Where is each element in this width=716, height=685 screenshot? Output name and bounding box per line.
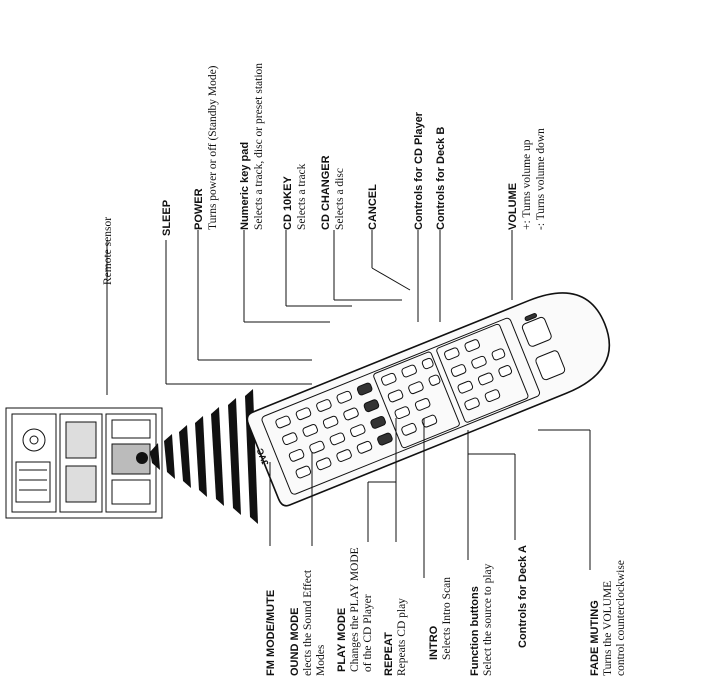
- label-controls-deck-b: Controls for Deck B: [435, 127, 447, 230]
- label-function-buttons-title: Function buttons: [469, 586, 481, 676]
- label-volume-up: +: Turns volume up: [521, 139, 533, 230]
- top-labels: Remote sensor SLEEP POWER Turns power or…: [102, 63, 547, 285]
- button-grid: [275, 323, 529, 479]
- infrared-beam: [150, 389, 258, 524]
- label-remote-sensor: Remote sensor: [102, 217, 114, 285]
- label-power-title: POWER: [193, 188, 205, 230]
- label-function-buttons-desc: Select the source to play: [482, 563, 494, 676]
- label-fade-muting-desc-1: Turns the VOLUME: [602, 581, 614, 676]
- label-sleep-title: SLEEP: [161, 200, 173, 236]
- label-play-mode-desc-1: Changes the PLAY MODE: [349, 547, 361, 672]
- label-fade-muting-desc-2: control counterclockwise: [615, 560, 627, 676]
- label-sound-mode-desc-2: Modes: [315, 644, 327, 676]
- stereo-system-illustration: [5, 407, 163, 519]
- label-cdchanger-title: CD CHANGER: [320, 155, 332, 230]
- label-volume-down: -: Turns volume down: [535, 128, 547, 230]
- label-power-desc: Turns power or off (Standby Mode): [207, 65, 219, 230]
- label-numeric-desc: Selects a track, disc or preset station: [253, 63, 265, 230]
- label-play-mode-desc-2: of the CD Player: [362, 594, 374, 672]
- label-cdchanger-desc: Selects a disc: [334, 168, 346, 230]
- label-cd10key-title: CD 10KEY: [282, 176, 294, 230]
- leader-lines: [106, 230, 591, 578]
- label-repeat-desc: Repeats CD play: [396, 598, 408, 676]
- remote-control-body: JVC: [246, 292, 611, 507]
- label-cancel: CANCEL: [367, 184, 379, 230]
- label-sound-mode-desc-1: elects the Sound Effect: [302, 569, 314, 676]
- label-intro-desc: Selects Intro Scan: [441, 577, 453, 660]
- label-repeat-title: REPEAT: [383, 632, 395, 676]
- volume-buttons: [521, 313, 566, 381]
- label-fade-muting-title: FADE MUTING: [589, 600, 601, 676]
- label-fm-mode-mute: FM MODE/MUTE: [265, 590, 277, 676]
- label-cd10key-desc: Selects a track: [296, 163, 308, 230]
- label-controls-deck-a: Controls for Deck A: [517, 545, 529, 648]
- label-intro-title: INTRO: [428, 625, 440, 660]
- label-play-mode-title: PLAY MODE: [336, 608, 348, 672]
- label-volume-title: VOLUME: [507, 183, 519, 230]
- label-sound-mode-title: OUND MODE: [289, 608, 301, 676]
- bottom-labels: FM MODE/MUTE OUND MODE elects the Sound …: [265, 545, 627, 676]
- label-numeric-title: Numeric key pad: [239, 142, 251, 230]
- label-controls-cd-player: Controls for CD Player: [413, 111, 425, 230]
